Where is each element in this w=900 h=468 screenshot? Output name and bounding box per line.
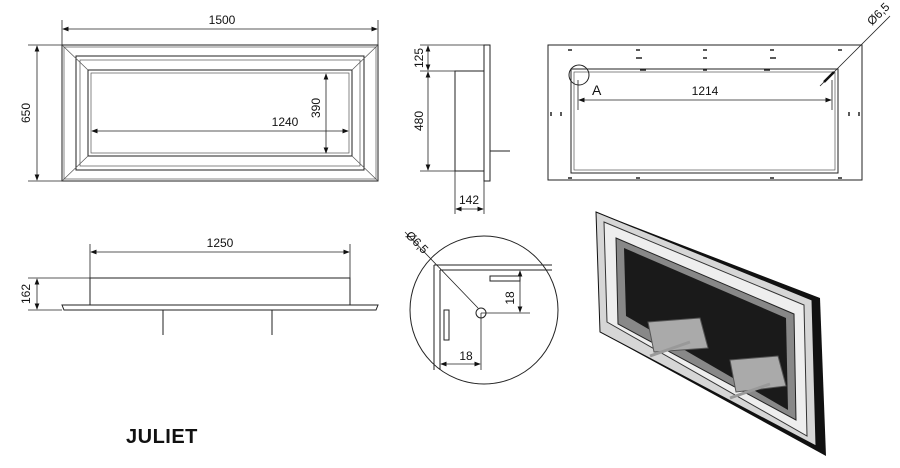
front-height-label: 650	[19, 103, 33, 123]
front-view: 1500 650 1240 390	[19, 13, 379, 182]
top-view: 1250 162	[19, 236, 379, 335]
opening-width-label: 1240	[272, 115, 299, 129]
back-hole-diameter-label: Ø6,5	[864, 0, 893, 28]
side-view: 125 480 142	[412, 44, 510, 214]
front-width-label: 1500	[209, 13, 236, 27]
hole-spacing-label: 1214	[692, 84, 719, 98]
box-height-label: 480	[412, 111, 426, 131]
product-title: JULIET	[126, 426, 198, 448]
opening-height-label: 390	[309, 98, 323, 118]
detail-offset-y-label: 18	[503, 291, 517, 305]
detail-view: 18 18 Ø6,5	[403, 228, 559, 385]
top-height-label: 162	[19, 284, 33, 304]
detail-a-label: A	[592, 82, 602, 98]
detail-offset-x-label: 18	[459, 349, 473, 363]
back-view: A 1214 Ø6,5	[547, 0, 893, 181]
fireplace-3d-render	[595, 211, 826, 456]
depth-label: 142	[459, 193, 479, 207]
detail-hole-diameter-label: Ø6,5	[403, 228, 432, 257]
top-offset-label: 125	[412, 48, 426, 68]
box-width-label: 1250	[207, 236, 234, 250]
